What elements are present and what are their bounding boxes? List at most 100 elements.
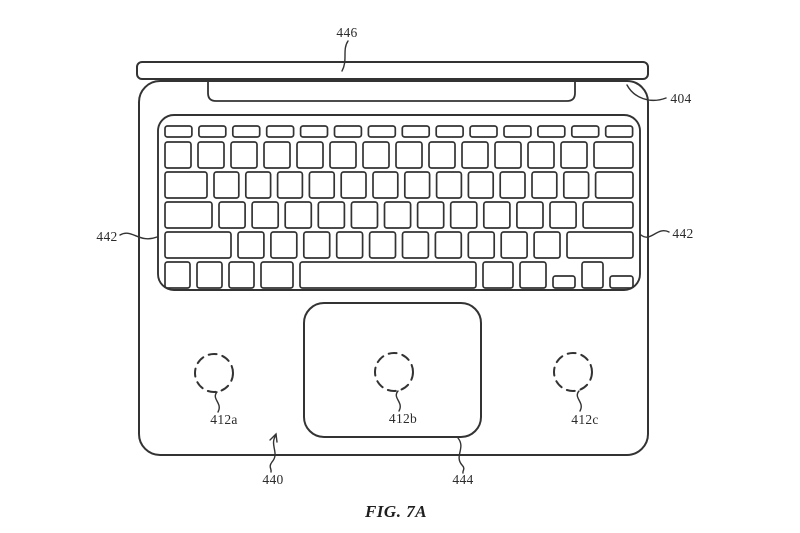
- keyboard-outline: [157, 114, 641, 291]
- callout-404: 404: [670, 91, 692, 106]
- keyboard-key: [467, 231, 496, 259]
- keyboard-key: [467, 171, 495, 199]
- keyboard-key: [164, 201, 213, 229]
- keyboard-key: [237, 231, 265, 259]
- keyboard-key: [164, 125, 193, 138]
- keyboard-key: [566, 231, 634, 259]
- keyboard-key: [368, 231, 397, 259]
- keyboard-key: [516, 201, 544, 229]
- keyboard-key: [197, 141, 225, 169]
- leader-line-444: [457, 437, 465, 474]
- laptop-lid-edge: [136, 61, 649, 80]
- keyboard-key: [428, 141, 456, 169]
- keyboard-key: [527, 141, 555, 169]
- keyboard-key: [367, 125, 397, 138]
- leader-arrowhead-440: [269, 432, 278, 443]
- keyboard-key: [434, 231, 463, 259]
- keyboard-key: [401, 231, 430, 259]
- keyboard-key: [482, 201, 511, 229]
- keyboard-key: [308, 171, 336, 199]
- keyboard-key: [299, 261, 477, 289]
- keyboard-key: [230, 141, 258, 169]
- leader-line-442-left: [119, 232, 158, 240]
- leader-line-412c: [576, 390, 582, 412]
- keyboard-key: [537, 125, 566, 138]
- keyboard-key: [552, 275, 576, 289]
- keyboard-key: [594, 171, 634, 199]
- laptop-top-case: [138, 80, 649, 456]
- keyboard-key: [270, 231, 298, 259]
- leader-line-446: [341, 40, 349, 72]
- keyboard-key: [350, 201, 379, 229]
- keyboard-key: [533, 231, 561, 259]
- keyboard-key: [494, 141, 522, 169]
- keyboard-key: [231, 125, 261, 138]
- leader-line-412b: [395, 390, 401, 412]
- keyboard-key: [335, 231, 364, 259]
- keyboard-key: [164, 231, 232, 259]
- keyboard-key: [604, 125, 634, 138]
- keyboard-key: [260, 261, 294, 289]
- coil-circle-412a: [194, 353, 234, 393]
- keyboard-key: [469, 125, 498, 138]
- keyboard-key: [198, 125, 227, 138]
- hinge-recess: [207, 79, 576, 102]
- keyboard-key: [503, 125, 532, 138]
- keyboard-key: [299, 125, 329, 138]
- coil-circle-412b: [374, 352, 414, 392]
- keyboard-key: [549, 201, 577, 229]
- keyboard-key: [372, 171, 399, 199]
- callout-442-right: 442: [672, 226, 694, 241]
- keyboard-key: [531, 171, 558, 199]
- leader-line-404: [626, 84, 667, 102]
- callout-412c: 412c: [571, 412, 599, 427]
- coil-circle-412c: [553, 352, 593, 392]
- keyboard-key: [333, 125, 363, 138]
- keyboard-key: [296, 141, 324, 169]
- callout-412a: 412a: [210, 412, 238, 427]
- keyboard-key: [519, 261, 547, 289]
- keyboard-key: [581, 261, 604, 289]
- keyboard-key: [218, 201, 246, 229]
- keyboard-key: [435, 125, 464, 138]
- trackpad: [303, 302, 482, 438]
- callout-440: 440: [262, 472, 284, 487]
- keyboard-key: [284, 201, 313, 229]
- keyboard-key: [340, 171, 367, 199]
- keyboard-key: [329, 141, 357, 169]
- keyboard-key: [449, 201, 478, 229]
- keyboard-key: [383, 201, 412, 229]
- keyboard-key: [499, 171, 526, 199]
- callout-412b: 412b: [388, 411, 418, 426]
- leader-line-440: [269, 434, 277, 473]
- keyboard-key: [164, 141, 192, 169]
- keyboard-key: [560, 141, 588, 169]
- keyboard-key: [401, 125, 431, 138]
- leader-line-442-right: [640, 230, 670, 238]
- keyboard-key: [244, 171, 272, 199]
- keyboard-key: [403, 171, 431, 199]
- keyboard-key: [609, 275, 634, 289]
- keyboard-key: [265, 125, 295, 138]
- keyboard-key: [302, 231, 331, 259]
- keyboard-key: [593, 141, 634, 169]
- callout-446: 446: [336, 25, 358, 40]
- keyboard-key: [164, 261, 191, 289]
- leader-line-412a: [214, 391, 220, 413]
- keyboard-key: [164, 171, 208, 199]
- figure-caption: FIG. 7A: [364, 502, 428, 521]
- keyboard-key: [263, 141, 291, 169]
- keyboard-key: [461, 141, 489, 169]
- callout-444: 444: [452, 472, 474, 487]
- keyboard-key: [562, 171, 590, 199]
- keyboard-key: [395, 141, 423, 169]
- callout-442-left: 442: [96, 229, 118, 244]
- keyboard-key: [416, 201, 445, 229]
- keyboard-key: [228, 261, 255, 289]
- keyboard-key: [362, 141, 390, 169]
- keyboard-key: [482, 261, 514, 289]
- keyboard-key: [317, 201, 346, 229]
- keyboard-key: [582, 201, 634, 229]
